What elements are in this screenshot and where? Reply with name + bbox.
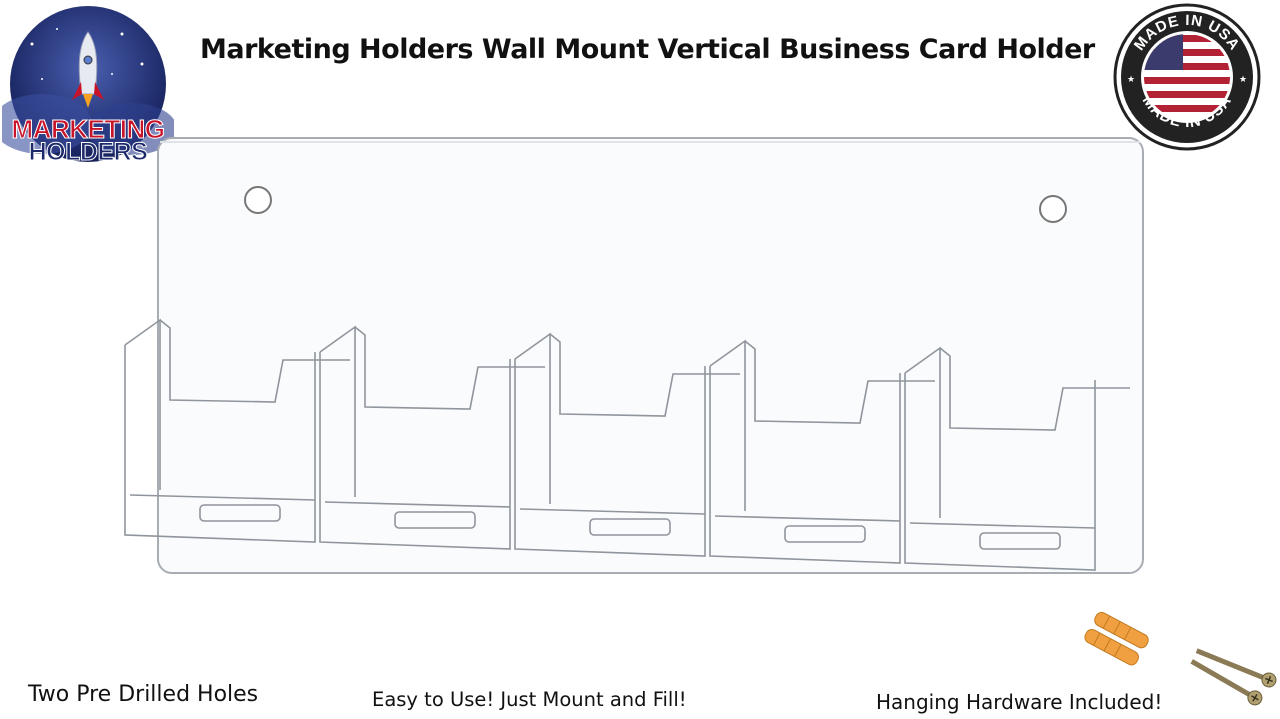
logo-line-marketing: MARKETING xyxy=(11,114,165,145)
page-title: Marketing Holders Wall Mount Vertical Bu… xyxy=(200,34,1095,65)
card-pocket xyxy=(709,339,935,564)
logo-line-holders: HOLDERS xyxy=(28,138,148,167)
card-pocket xyxy=(124,318,350,543)
caption-hanging-hardware: Hanging Hardware Included! xyxy=(876,690,1163,714)
marketing-holders-logo: MARKETING HOLDERS xyxy=(0,4,177,172)
card-pocket xyxy=(904,346,1130,571)
card-pocket xyxy=(514,332,740,557)
screws-and-anchors-icon xyxy=(1080,605,1280,715)
caption-drilled-holes: Two Pre Drilled Holes xyxy=(28,682,259,707)
svg-text:★: ★ xyxy=(1239,75,1247,85)
caption-easy-to-use: Easy to Use! Just Mount and Fill! xyxy=(372,688,687,711)
card-pocket xyxy=(319,325,545,550)
svg-text:★: ★ xyxy=(1127,75,1135,85)
acrylic-card-holder-image xyxy=(110,130,1170,600)
made-in-usa-seal: MADE IN USA MADE IN USA ★ ★ xyxy=(1113,3,1261,151)
